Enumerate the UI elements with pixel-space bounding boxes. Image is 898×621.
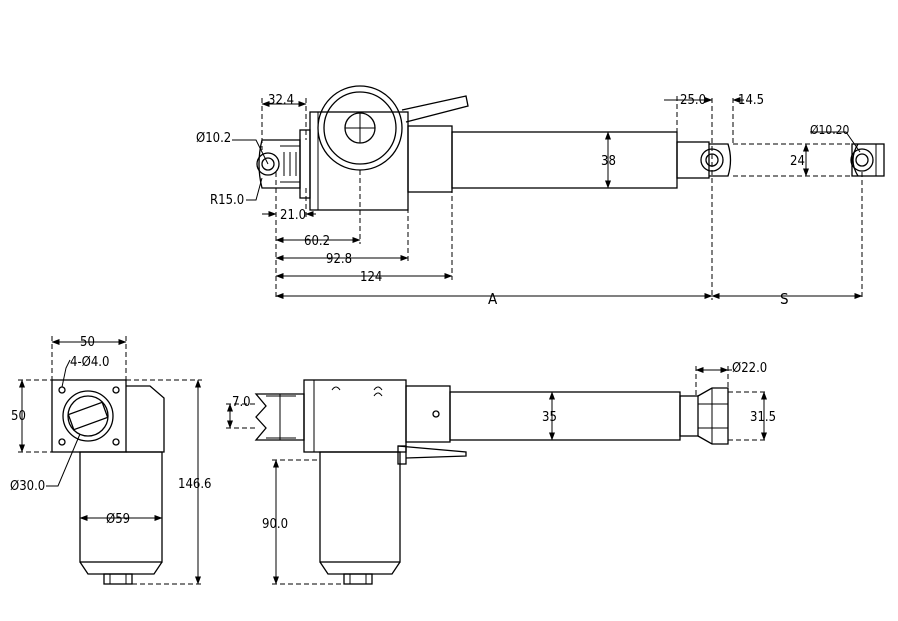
top-front-rod <box>676 141 885 179</box>
dim-phi-22: Ø22.0 <box>732 361 767 376</box>
dim-124: 124 <box>360 270 382 285</box>
dim-4-phi-4: 4-Ø4.0 <box>70 355 109 370</box>
dim-38: 38 <box>601 154 616 169</box>
dim-50-side: 50 <box>11 409 26 424</box>
dim-92-8: 92.8 <box>326 252 352 267</box>
dim-A: A <box>488 290 498 308</box>
dim-14-5: 14.5 <box>738 93 764 108</box>
dim-21: 21.0 <box>280 208 306 223</box>
dim-7: 7.0 <box>232 395 251 410</box>
dim-60-2: 60.2 <box>304 234 330 249</box>
dim-phi-10-2: Ø10.2 <box>196 131 231 146</box>
front-view: 7.0 35 Ø22.0 31.5 90.0 <box>226 361 776 585</box>
dim-24: 24 <box>790 154 805 169</box>
dim-50-top: 50 <box>80 335 95 350</box>
end-view: 50 4-Ø4.0 50 Ø30.0 Ø59 146.6 <box>10 335 211 585</box>
dim-90: 90.0 <box>262 517 288 532</box>
dim-25: 25.0 <box>680 93 706 108</box>
dim-r15: R15.0 <box>210 193 244 208</box>
dim-31-5: 31.5 <box>750 410 776 425</box>
top-extension-lines <box>261 96 863 300</box>
top-rear-clevis <box>256 139 301 189</box>
top-dimension-lines <box>232 97 863 299</box>
top-view: 32.4 Ø10.2 R15.0 21.0 60.2 92.8 124 A S … <box>196 85 885 308</box>
top-outer-tube <box>451 131 678 189</box>
dim-phi-10-20: Ø10.20 <box>810 123 850 137</box>
dim-146-6: 146.6 <box>178 477 211 492</box>
dim-32-4: 32.4 <box>268 93 294 108</box>
dim-35: 35 <box>542 410 557 425</box>
dim-phi-59: Ø59 <box>106 512 130 527</box>
top-housing <box>299 85 469 211</box>
dim-S: S <box>780 290 789 308</box>
dim-phi-30: Ø30.0 <box>10 479 45 494</box>
